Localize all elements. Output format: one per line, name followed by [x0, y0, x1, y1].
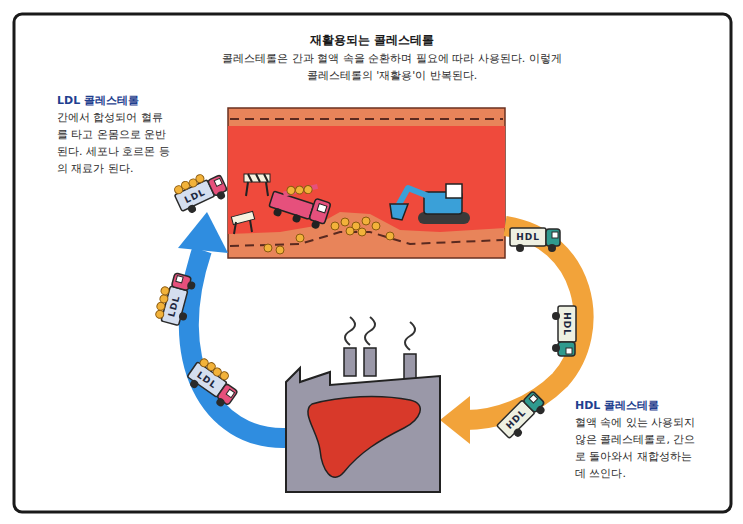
vessel-wall [228, 108, 505, 258]
section-heading: LDL 콜레스테롤 [57, 92, 197, 109]
hdl-truck [552, 306, 576, 356]
truck-label: HDL [516, 232, 540, 242]
truck-label: HDL [562, 312, 572, 336]
truck-label: LDL [167, 294, 182, 318]
blood-vessel [228, 108, 505, 258]
truck-label: LDL [195, 369, 219, 390]
figure-title: 재활용되는 콜레스테롤 [310, 32, 434, 49]
excavator [390, 184, 470, 224]
hdl-truck [497, 390, 549, 442]
section-heading: HDL 콜레스테롤 [575, 397, 715, 414]
ldl-truck [171, 167, 230, 217]
vessel-dash [230, 118, 503, 120]
crane-truck [267, 174, 335, 231]
barrier-sign [231, 174, 270, 234]
vessel-dash [230, 232, 503, 246]
vessel-lumen [228, 126, 505, 234]
cycle-arrow [440, 226, 584, 444]
hdl-truck [510, 228, 560, 252]
liver-factory [286, 317, 440, 492]
ldl-truck [184, 355, 243, 410]
frame-border [14, 14, 731, 512]
cycle-arrow [178, 212, 286, 438]
section-body: 혈액 속에 있는 사용되지 않은 콜레스테롤로, 간으로 돌아와서 재합성하는 … [575, 414, 699, 482]
truck-label: HDL [504, 407, 528, 431]
truck-label: LDL [182, 186, 206, 204]
description-text: 콜레스테롤은 간과 혈액 속을 순환하며 필요에 따라 사용된다. 이렇게 콜레… [222, 50, 562, 84]
section-body: 간에서 합성되어 혈류를 타고 온몸으로 운반된다. 세포나 호르몬 등의 재료… [57, 109, 171, 177]
ldl-truck [153, 270, 197, 327]
cholesterol-balls [264, 217, 394, 254]
